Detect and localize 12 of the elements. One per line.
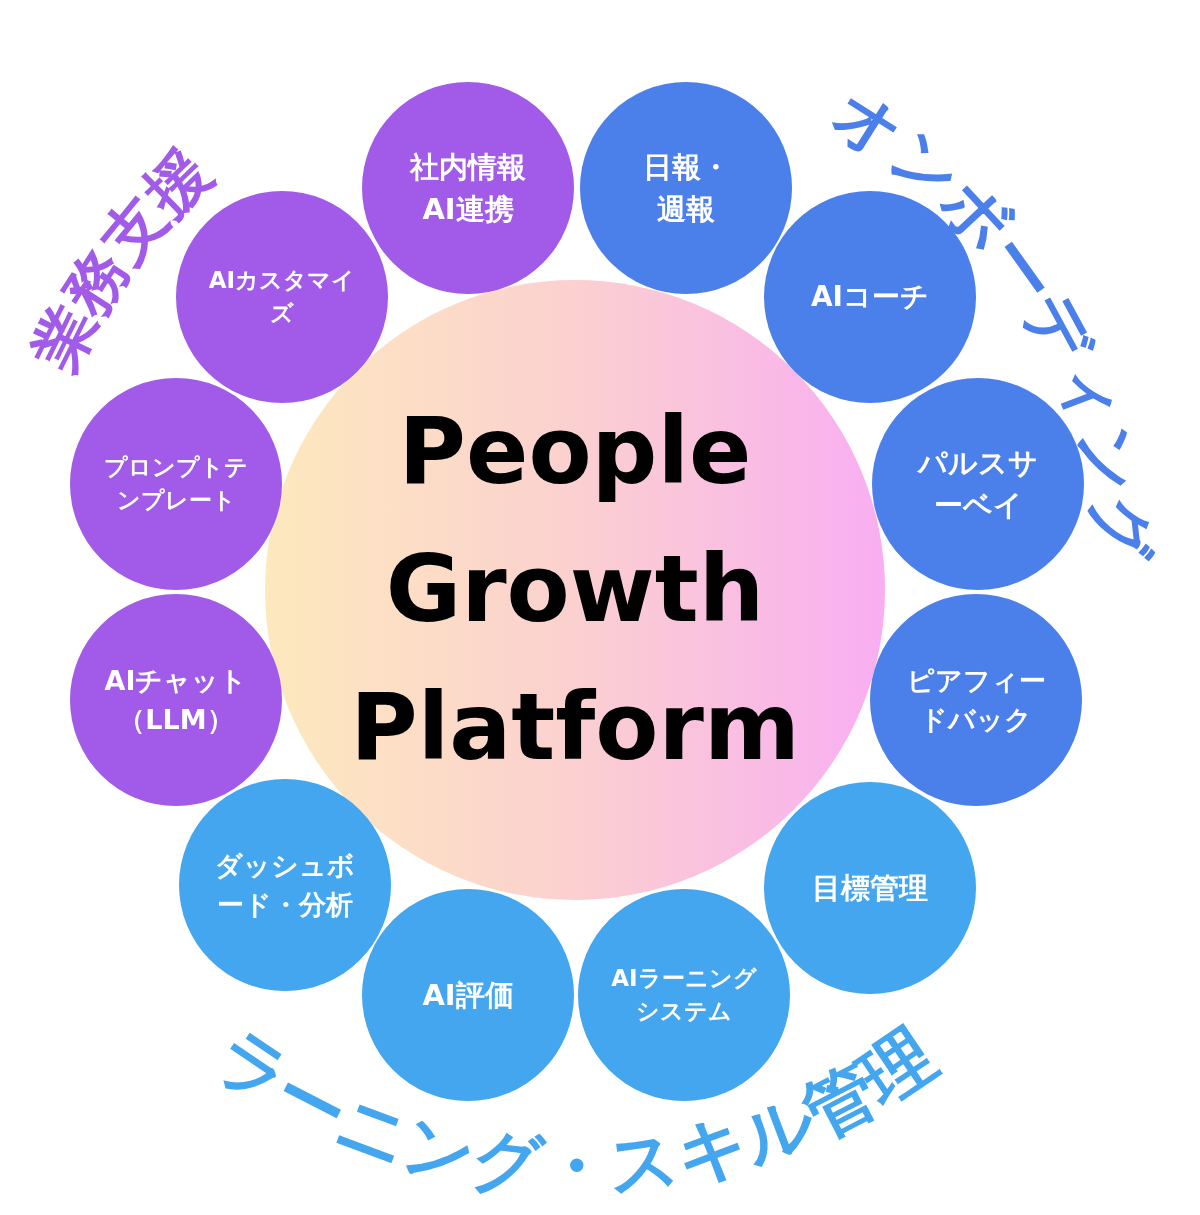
feature-label: AI評価 [421,976,515,1014]
feature-label: パルスサーベイ [916,444,1039,524]
feature-label: プロンプトテンプレート [103,452,249,515]
feature-label: ピアフィードバック [905,663,1047,737]
feature-label: ダッシュボード・分析 [214,848,356,922]
feature-label: AIチャット（LLM） [103,663,249,737]
feature-label: 社内情報AI連携 [408,148,527,228]
feature-label: 目標管理 [811,869,929,907]
feature-label: 日報・週報 [641,148,731,228]
platform-title: People Growth Platform [349,397,801,783]
feature-label: AIカスタマイズ [207,265,357,328]
feature-label: AIコーチ [809,278,931,315]
